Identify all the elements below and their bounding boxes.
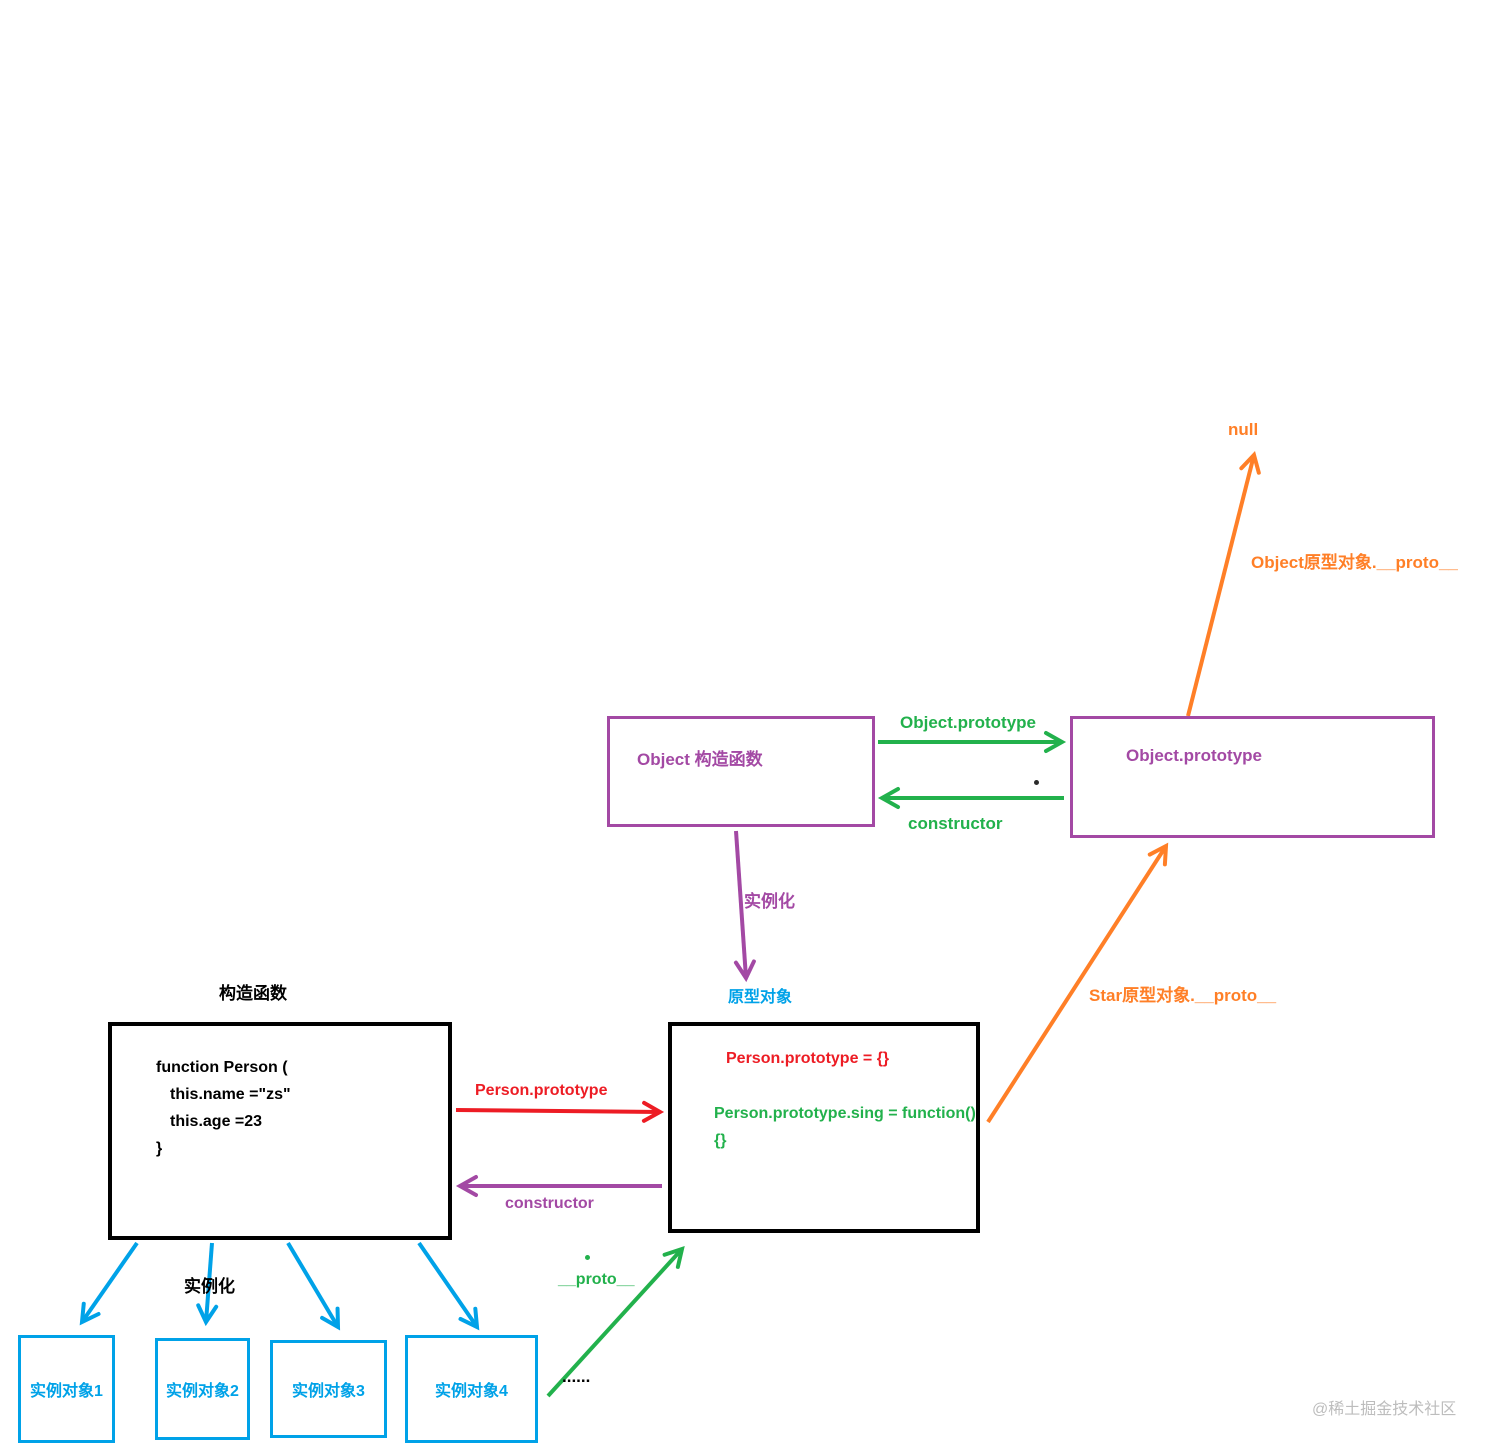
instance-box-1-label: 实例对象1 (30, 1383, 103, 1400)
object-constructor-box-label: Object 构造函数 (637, 750, 763, 769)
instance-box-2-label: 实例对象2 (166, 1383, 239, 1400)
object-prototype-box: Object.prototype (1070, 716, 1435, 838)
prototype-object-label: 原型对象 (728, 989, 793, 1006)
instance-box-3-label: 实例对象3 (292, 1383, 365, 1400)
object-proto-arrow-label: Object原型对象.__proto__ (1251, 553, 1458, 572)
arrow-instantiate-3 (286, 1241, 341, 1331)
object-constructor-box: Object 构造函数 (607, 716, 875, 827)
watermark: @稀土掘金技术社区 (1312, 1401, 1457, 1418)
arrow-person-prototype (455, 1100, 665, 1123)
proto-arrow-label: __proto__ (558, 1271, 635, 1288)
instance-box-3: 实例对象3 (270, 1340, 387, 1438)
constructor-fn-title: 构造函数 (219, 984, 287, 1003)
ellipsis-label: ...... (562, 1367, 591, 1386)
arrow-instantiate-1 (79, 1241, 139, 1326)
person-prototype-box: Person.prototype = {} Person.prototype.s… (668, 1022, 980, 1233)
code-line-2: this.name ="zs" (170, 1086, 291, 1103)
instance-box-4-label: 实例对象4 (435, 1383, 508, 1400)
instantiate-bottom-label: 实例化 (184, 1277, 235, 1296)
stray-dot-constructor (1034, 780, 1039, 785)
constructor-top-arrow-label: constructor (908, 814, 1003, 833)
arrow-to-null (1186, 451, 1261, 717)
person-prototype-line-3: {} (714, 1132, 727, 1149)
instantiate-top-label: 实例化 (744, 892, 795, 911)
constructor-bottom-arrow-label: constructor (505, 1195, 594, 1212)
code-line-4: } (156, 1140, 163, 1157)
person-prototype-arrow-label: Person.prototype (475, 1082, 608, 1099)
null-label: null (1228, 420, 1259, 439)
object-prototype-box-label: Object.prototype (1126, 746, 1263, 765)
object-prototype-arrow-label: Object.prototype (900, 713, 1037, 732)
star-proto-arrow-label: Star原型对象.__proto__ (1089, 986, 1277, 1005)
code-line-3: this.age =23 (170, 1113, 263, 1130)
code-line-1: function Person ( (156, 1059, 288, 1076)
arrow-star-proto (986, 842, 1169, 1124)
instance-box-1: 实例对象1 (18, 1335, 115, 1443)
person-constructor-box: function Person ( this.name ="zs" this.a… (108, 1022, 452, 1240)
arrow-instantiate-4 (417, 1241, 480, 1331)
instance-box-2: 实例对象2 (155, 1338, 250, 1440)
stray-dot-proto (585, 1255, 590, 1260)
person-prototype-line-1: Person.prototype = {} (726, 1050, 890, 1067)
instance-box-4: 实例对象4 (405, 1335, 538, 1443)
person-prototype-line-2: Person.prototype.sing = function() (714, 1105, 976, 1122)
